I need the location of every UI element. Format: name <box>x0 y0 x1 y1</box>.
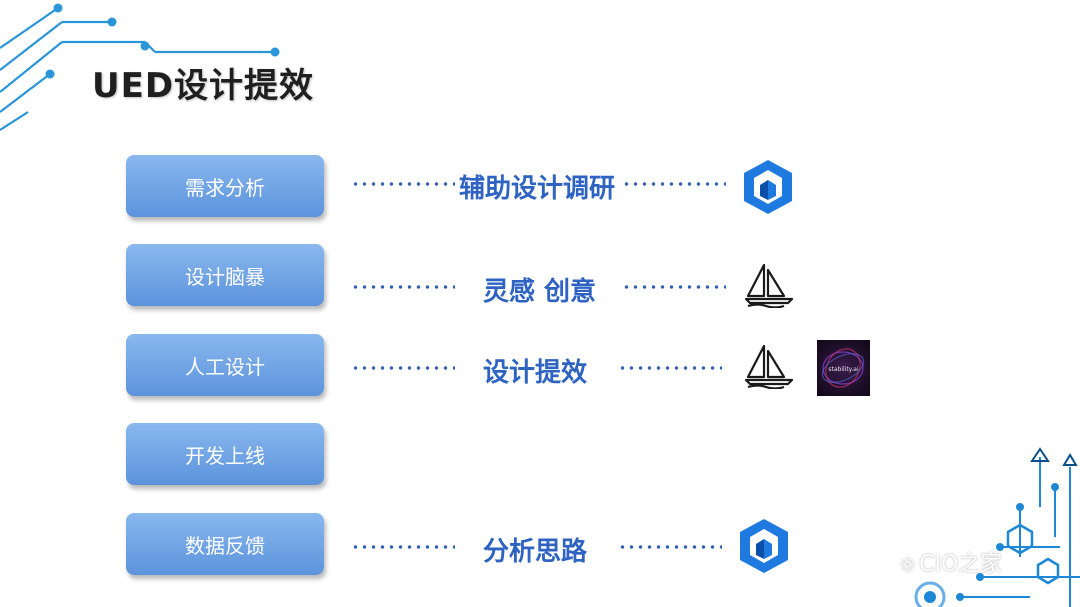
circuit-decoration-bottom-right <box>914 447 1080 607</box>
dotted-connector <box>618 366 722 370</box>
step-dev-launch[interactable]: 开发上线 <box>126 423 324 485</box>
dotted-connector <box>351 285 455 289</box>
row-label-inspiration: 灵感 创意 <box>483 277 597 307</box>
sailboat-logo-icon <box>744 263 794 308</box>
swirl-graphic-icon <box>821 348 865 388</box>
dotted-connector <box>351 182 455 186</box>
dotted-connector <box>622 285 726 289</box>
dotted-connector <box>618 545 722 549</box>
step-requirement-analysis[interactable]: 需求分析 <box>126 155 324 217</box>
sailboat-logo-icon <box>744 344 794 389</box>
step-manual-design[interactable]: 人工设计 <box>126 334 324 396</box>
row-label-design-efficiency: 设计提效 <box>483 358 588 388</box>
step-design-brainstorm[interactable]: 设计脑暴 <box>126 244 324 306</box>
cube-logo-icon <box>740 519 788 573</box>
stability-ai-logo: stability.ai <box>817 340 870 396</box>
cube-logo-icon <box>744 160 792 214</box>
stability-ai-text: stability.ai <box>828 366 859 373</box>
step-data-feedback[interactable]: 数据反馈 <box>126 513 324 575</box>
slide-title: UED设计提效 <box>92 66 315 106</box>
row-label-analysis: 分析思路 <box>483 537 588 567</box>
watermark-text: CIO之家 <box>919 552 1003 577</box>
dotted-connector <box>622 182 726 186</box>
dotted-connector <box>351 366 455 370</box>
circuit-decoration-top-left <box>0 3 280 131</box>
row-label-research: 辅助设计调研 <box>459 174 616 204</box>
watermark: ❁CIO之家 <box>900 546 1002 578</box>
wechat-icon: ❁ <box>900 555 916 576</box>
dotted-connector <box>351 545 455 549</box>
